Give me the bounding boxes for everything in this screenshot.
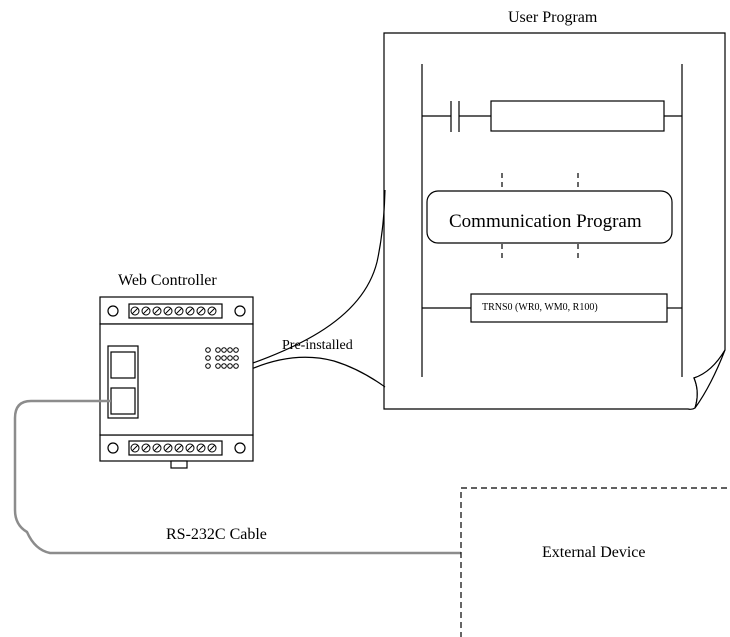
- ladder-diagram: [421, 64, 683, 377]
- external-device-frame: [460, 487, 727, 637]
- external-device-label: External Device: [542, 544, 646, 561]
- pre-installed-label: Pre-installed: [282, 338, 353, 353]
- port-upper: [110, 351, 136, 379]
- communication-program-box: [426, 190, 673, 244]
- mount-hole-top-left: [107, 305, 119, 317]
- callout-lower: [230, 356, 386, 388]
- web-controller: [99, 296, 254, 469]
- trns-instruction-label: TRNS0 (WR0, WM0, R100): [482, 302, 598, 313]
- mount-hole-bottom-right: [234, 442, 246, 454]
- user-program-label: User Program: [508, 9, 598, 26]
- terminal-screws-bottom: [130, 443, 217, 453]
- mount-hole-bottom-left: [107, 442, 119, 454]
- terminal-screws-top: [130, 306, 217, 316]
- page-curl: [693, 349, 726, 409]
- rs232c-cable-label: RS-232C Cable: [166, 526, 267, 543]
- rs232c-cable: [13, 399, 461, 555]
- web-controller-label: Web Controller: [118, 272, 217, 289]
- callout-lines: [210, 189, 386, 388]
- status-leds: [205, 347, 239, 369]
- communication-program-label: Communication Program: [449, 211, 642, 232]
- callout-upper: [210, 189, 386, 378]
- din-clip: [170, 460, 188, 469]
- mount-hole-top-right: [234, 305, 246, 317]
- port-lower: [110, 387, 136, 415]
